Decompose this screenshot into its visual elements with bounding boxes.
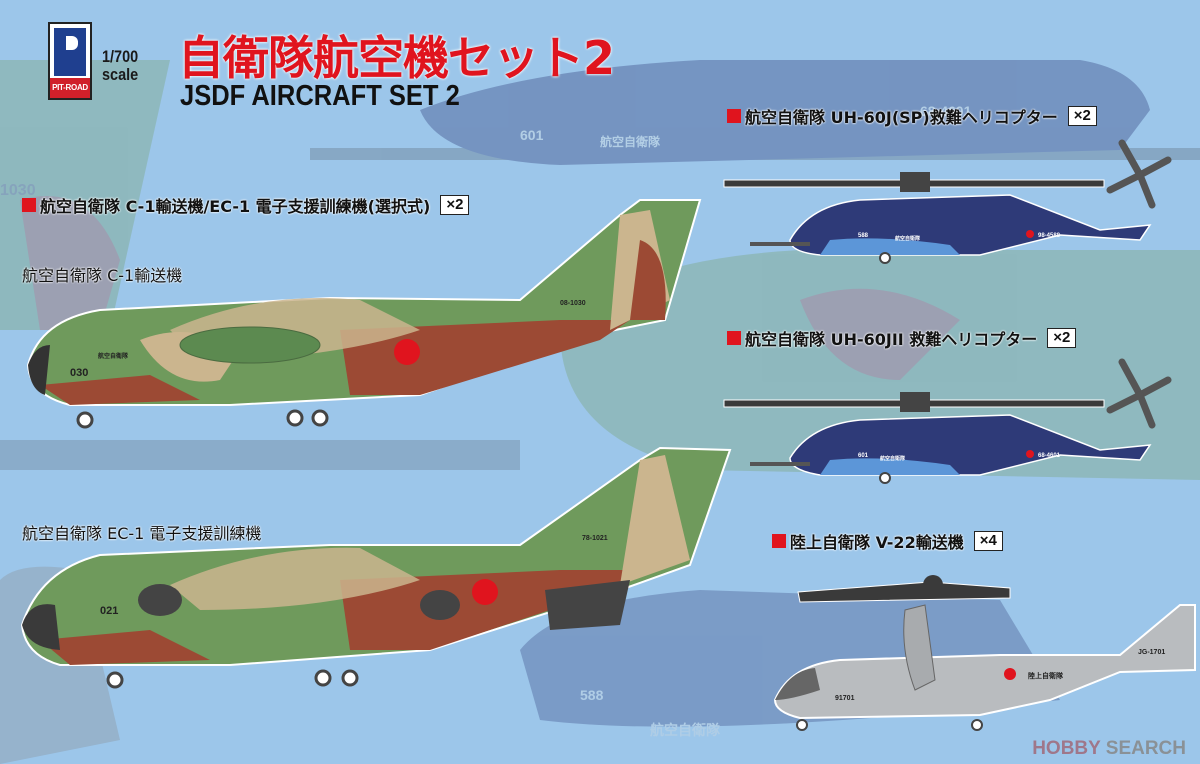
pit-road-logo: PIT-ROAD (48, 22, 92, 100)
v22-tail-number: JG-1701 (1138, 649, 1165, 656)
ec1-tail-number: 78-1021 (582, 535, 608, 542)
bullet-square-icon (727, 109, 741, 123)
bg-heli2-nose-number: 588 (580, 687, 604, 703)
variant-c1-label: 航空自衛隊 C-1輸送機 (22, 266, 183, 285)
item-label: 陸上自衛隊 V-22輸送機 (790, 533, 964, 552)
uh60jii-illustration: 601 航空自衛隊 68-4601 (723, 358, 1172, 484)
bg-heli-side-text: 航空自衛隊 (600, 134, 661, 149)
scale-label: 1/700 scale (102, 48, 138, 84)
watermark-hobby: HOBBY (1032, 738, 1101, 759)
v22-side-text: 陸上自衛隊 (1028, 671, 1064, 680)
background-c1-ghost: 1030 (0, 60, 1200, 480)
uh60sp-nose-number: 588 (858, 233, 869, 239)
item-label: 航空自衛隊 UH-60JII 救難ヘリコプター (745, 330, 1038, 349)
ec1-nose-number: 021 (100, 605, 118, 617)
product-title: 自衛隊航空機セット2 (178, 31, 615, 85)
bullet-square-icon (727, 331, 741, 345)
bg-heli2-side-text: 航空自衛隊 (650, 722, 721, 738)
variant-ec1-label: 航空自衛隊 EC-1 電子支援訓練機 (22, 524, 262, 543)
item-uh60jii: 航空自衛隊 UH-60JII 救難ヘリコプター ×2 (727, 326, 1077, 350)
v22-osprey-illustration: 91701 陸上自衛隊 JG-1701 (773, 575, 1196, 731)
bg-c1-tail-number: 1030 (0, 182, 36, 199)
c1-tail-number: 08-1030 (560, 300, 586, 307)
item-quantity-badge: ×2 (1067, 106, 1097, 126)
c1-side-text: 航空自衛隊 (98, 352, 129, 360)
logo-text: PIT-ROAD (50, 78, 90, 98)
uh60jii-nose-number: 601 (858, 453, 869, 459)
item-label: 航空自衛隊 C-1輸送機/EC-1 電子支援訓練機(選択式) (40, 197, 431, 216)
bullet-square-icon (22, 198, 36, 212)
item-v22: 陸上自衛隊 V-22輸送機 ×4 (772, 529, 1003, 553)
pit-road-logo-mark (54, 28, 86, 76)
ec1-training-illustration: 021 78-1021 (20, 446, 732, 689)
background-helicopter-ghost: 601 航空自衛隊 68-4601 (310, 60, 1200, 165)
item-label: 航空自衛隊 UH-60J(SP)救難ヘリコプター (745, 108, 1058, 127)
bullet-square-icon (772, 534, 786, 548)
scale-word: scale (102, 65, 139, 84)
watermark-search: SEARCH (1105, 738, 1186, 759)
c1-transport-illustration: 030 航空自衛隊 08-1030 (26, 199, 702, 429)
item-c1-ec1: 航空自衛隊 C-1輸送機/EC-1 電子支援訓練機(選択式) ×2 (22, 193, 470, 217)
item-quantity-badge: ×4 (973, 531, 1003, 551)
hobby-search-watermark: HOBBY SEARCH (1032, 738, 1186, 760)
product-subtitle: JSDF AIRCRAFT SET 2 (180, 80, 460, 112)
bg-heli-nose-number: 601 (520, 127, 544, 143)
uh60sp-side-text: 航空自衛隊 (895, 235, 921, 242)
item-uh60j-sp: 航空自衛隊 UH-60J(SP)救難ヘリコプター ×2 (727, 104, 1097, 128)
scale-ratio: 1/700 (102, 47, 139, 66)
item-quantity-badge: ×2 (1047, 328, 1077, 348)
c1-nose-number: 030 (70, 367, 88, 379)
uh60sp-tail-number: 98-4588 (1038, 233, 1061, 239)
uh60jii-tail-number: 68-4601 (1038, 453, 1061, 459)
v22-nose-number: 91701 (835, 695, 855, 702)
uh60jii-side-text: 航空自衛隊 (880, 455, 906, 462)
item-quantity-badge: ×2 (440, 195, 470, 215)
uh60j-sp-illustration: 588 航空自衛隊 98-4588 (723, 139, 1172, 264)
bg-heli-tail-number: 68-4601 (920, 103, 972, 119)
